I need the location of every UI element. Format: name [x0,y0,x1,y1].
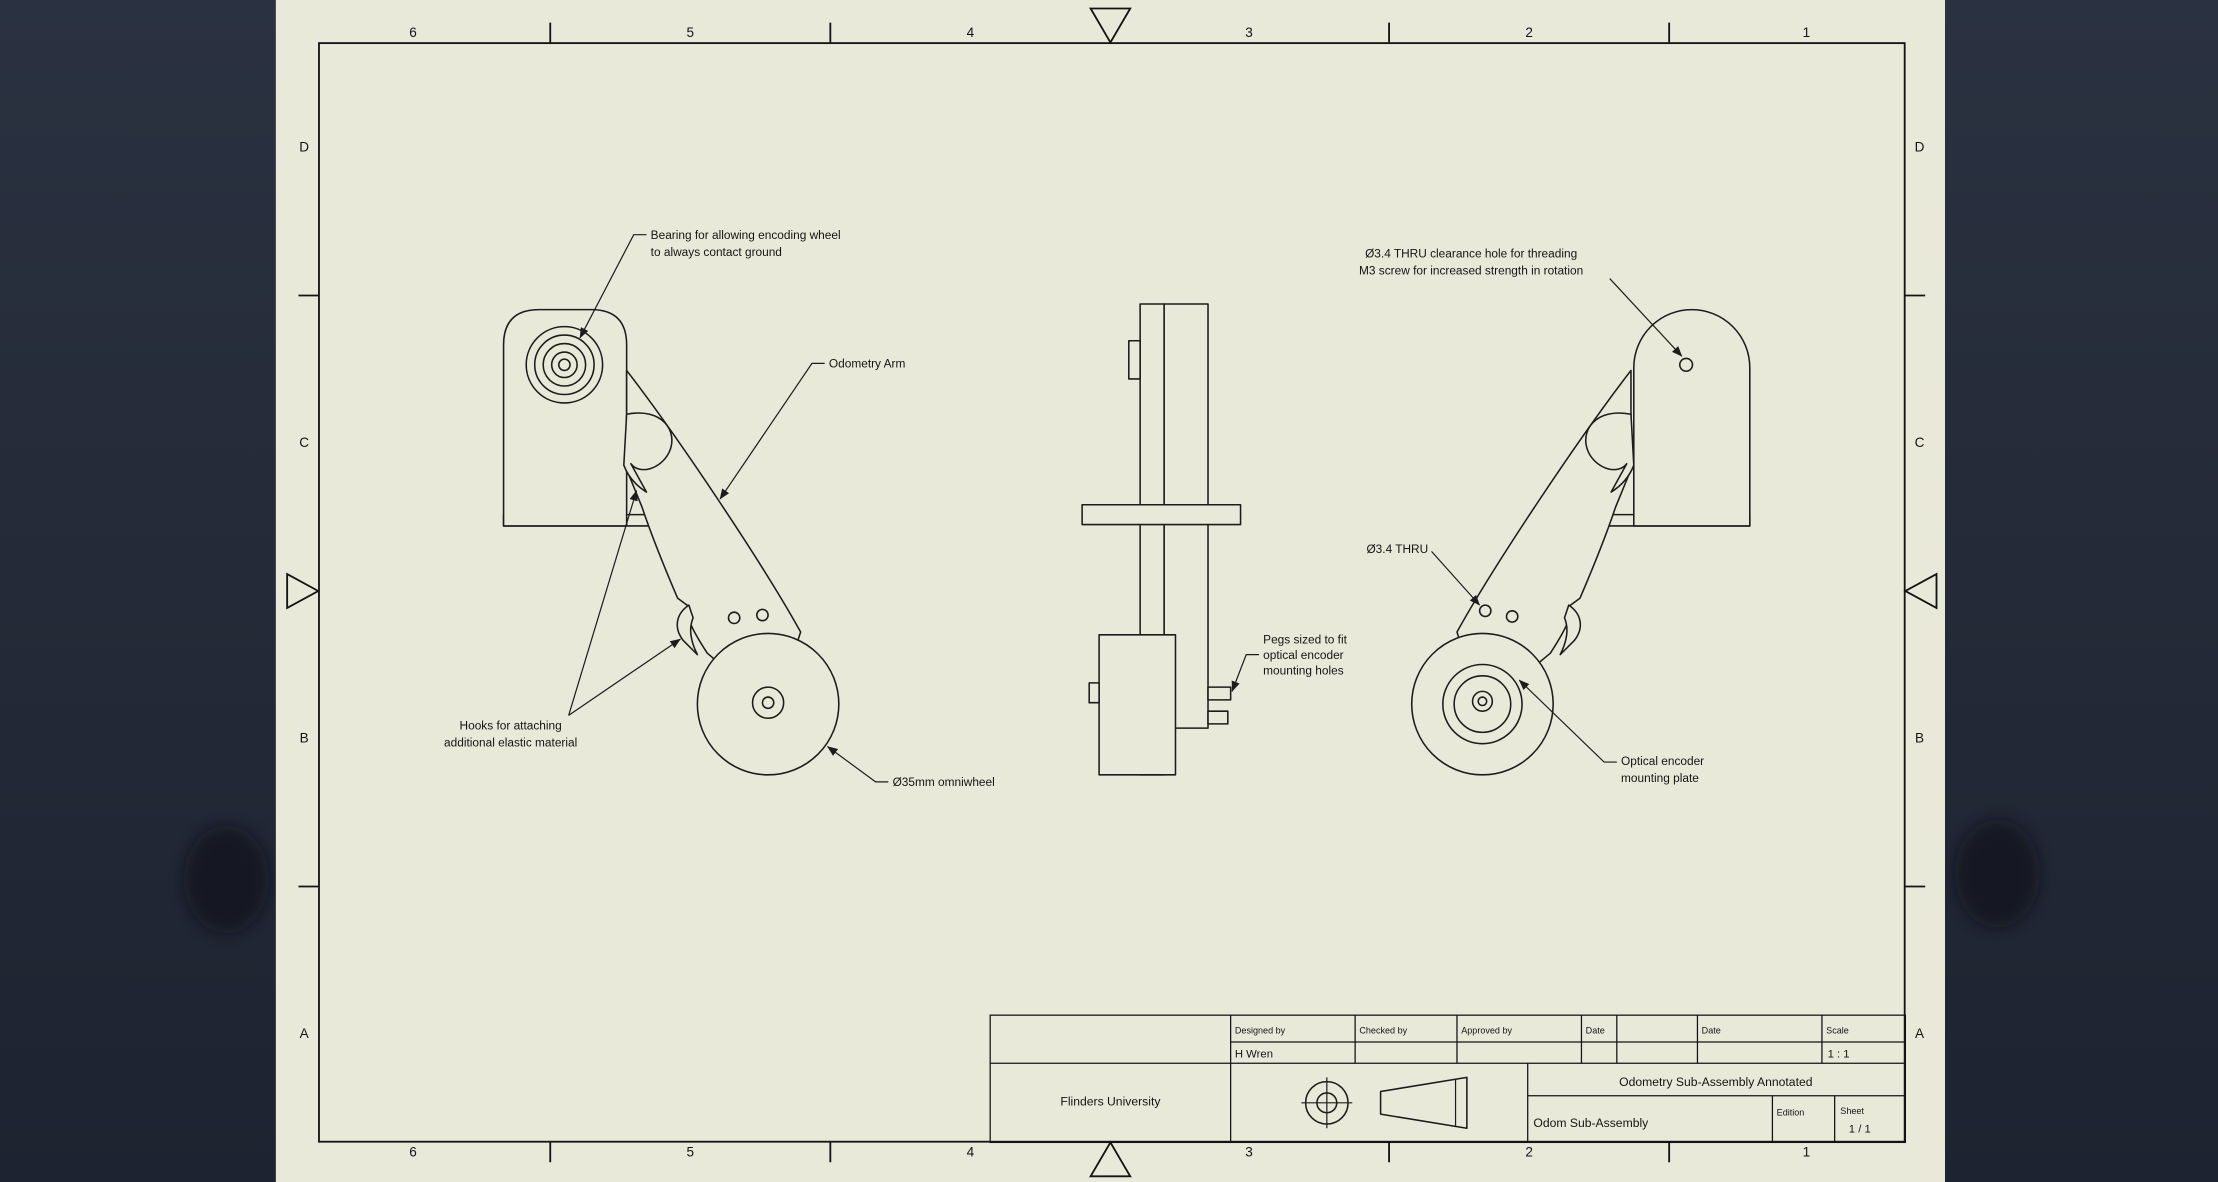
approved-by-label: Approved by [1461,1026,1512,1036]
date-label-1: Date [1586,1026,1605,1036]
zone-col-bottom: 3 [1245,1145,1253,1160]
front-bearing-rings [525,325,604,404]
annotation-odometry-arm: Odometry Arm [829,357,906,371]
third-angle-projection-symbol-icon [1301,1076,1468,1130]
background-smudge-right [1954,820,2040,928]
drawing-title: Odometry Sub-Assembly Annotated [1619,1075,1812,1089]
back-thru-hole [1478,604,1492,618]
centering-arrow-icon [286,7,1938,1178]
leader-odometry-arm [719,362,825,500]
side-peg [1207,710,1229,725]
annotation-encoder-line2: mounting plate [1621,771,1699,785]
part-name: Odom Sub-Assembly [1533,1116,1649,1130]
zone-col-bottom: 2 [1525,1145,1533,1160]
side-omniwheel [1098,634,1177,776]
zone-col-bottom: 4 [967,1145,975,1160]
leader-encoder-plate [1518,679,1617,763]
zone-row-right: C [1915,435,1925,450]
border-frame [286,7,1938,1178]
back-upper-hook [1584,412,1635,493]
front-odometry-arm [625,369,802,711]
zone-row-left: D [299,139,309,154]
date-label-2: Date [1702,1026,1721,1036]
front-mounting-hole [727,611,741,625]
back-shaft-hole [1477,696,1488,707]
back-odometry-arm [1456,369,1632,711]
zone-col-bottom: 6 [409,1145,417,1160]
designed-by-value: H Wren [1235,1049,1273,1061]
side-hub-notch [1088,682,1100,704]
front-mounting-hole [756,608,769,622]
annotation-encoder-line1: Optical encoder [1621,754,1704,768]
frame-rect [318,42,1906,1143]
annotation-texts: Bearing for allowing encoding wheel to a… [444,228,1704,789]
title-block: Designed by Checked by Approved by Date … [989,1014,1907,1144]
annotation-omniwheel: Ø35mm omniwheel [893,775,995,789]
annotation-pegs-line2: optical encoder [1263,648,1344,662]
zone-row-right: D [1915,139,1925,154]
background-smudge-left [183,825,269,934]
checked-by-label: Checked by [1359,1026,1407,1036]
annotation-clearance-line1: Ø3.4 THRU clearance hole for threading [1365,246,1577,260]
leader-omniwheel [827,746,889,783]
side-view [1081,303,1242,776]
leader-clearance-hole [1609,278,1683,357]
back-lower-hook [1559,604,1582,656]
annotation-bearing-line1: Bearing for allowing encoding wheel [651,228,841,242]
side-bearing-boss [1128,339,1141,380]
zone-row-right: A [1915,1026,1925,1041]
title-block-outline [989,1014,1907,1144]
side-peg [1207,686,1232,701]
annotation-pegs-line3: mounting holes [1263,663,1344,677]
back-clearance-hole [1678,357,1694,372]
zone-col-top: 6 [409,25,417,40]
leader-thru-hole [1431,551,1481,606]
scale-value: 1 : 1 [1828,1049,1850,1061]
annotation-leaders [568,234,1683,783]
leader-hook-lower [568,638,681,716]
back-thru-hole [1505,610,1519,623]
zone-col-top: 1 [1803,25,1811,40]
zone-row-left: B [300,730,309,745]
zone-labels: 6 5 4 3 2 1 6 5 4 3 2 1 D C B A D C B A [299,25,1925,1160]
zone-ticks [298,22,1926,1163]
back-shaft-boss [1471,690,1494,712]
sheet-value: 1 / 1 [1849,1124,1871,1136]
annotation-bearing-line2: to always contact ground [651,245,782,259]
drawing-sheet [275,0,1945,1182]
zone-col-top: 3 [1245,25,1253,40]
front-wheel-hub [751,686,785,720]
annotation-pegs-line1: Pegs sized to fit [1263,632,1347,646]
zone-col-bottom: 1 [1803,1145,1811,1160]
zone-row-right: B [1915,730,1924,745]
annotation-hooks-line1: Hooks for attaching [460,719,562,733]
front-view [502,308,840,776]
edition-label: Edition [1777,1108,1805,1118]
title-block-gridlines [990,1015,1906,1143]
zone-row-left: A [300,1026,310,1041]
back-pivot-housing [1633,308,1751,527]
back-view [1410,308,1751,776]
leader-bearing [579,234,647,339]
sheet-label: Sheet [1840,1106,1864,1116]
scale-label: Scale [1826,1026,1849,1036]
front-lower-hook [676,604,699,656]
annotation-clearance-line2: M3 screw for increased strength in rotat… [1359,263,1583,277]
annotation-hooks-line2: additional elastic material [444,736,577,750]
zone-col-top: 4 [967,25,975,40]
zone-row-left: C [299,435,309,450]
front-bearing-housing [502,308,628,527]
leader-hook-upper [568,490,638,716]
front-wheel-axle-hole [761,696,775,710]
organization-name: Flinders University [1060,1095,1161,1109]
annotation-thru-hole: Ø3.4 THRU [1366,542,1428,556]
zone-col-top: 5 [687,25,695,40]
front-upper-hook [623,412,673,493]
zone-col-top: 2 [1525,25,1533,40]
leader-pegs [1231,654,1259,692]
designed-by-label: Designed by [1235,1026,1286,1036]
zone-col-bottom: 5 [687,1145,695,1160]
side-mount-flange [1081,503,1242,526]
